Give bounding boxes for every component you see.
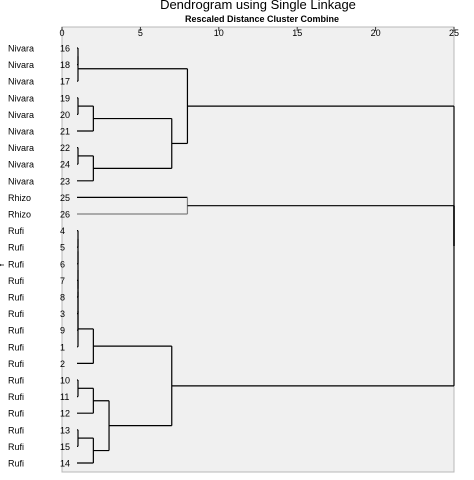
leaf-id-label: 10 — [60, 376, 70, 386]
leaf-group-label: Rufi — [8, 409, 24, 419]
leaf-group-label: Nivara — [8, 77, 34, 87]
side-axis-label: Y — [0, 262, 6, 268]
plot-background — [61, 26, 455, 473]
leaf-group-label: Nivara — [8, 160, 34, 170]
leaf-group-label: Rufi — [8, 259, 24, 269]
leaf-id-label: 25 — [60, 193, 70, 203]
leaf-group-label: Rufi — [8, 226, 24, 236]
leaf-id-label: 1 — [60, 342, 65, 352]
leaf-id-label: 15 — [60, 442, 70, 452]
leaf-group-label: Rufi — [8, 392, 24, 402]
leaf-id-label: 11 — [60, 392, 69, 402]
leaf-id-label: 24 — [60, 160, 70, 170]
leaf-group-label: Rhizo — [8, 210, 31, 220]
leaf-group-label: Nivara — [8, 110, 34, 120]
leaf-group-label: Nivara — [8, 176, 34, 186]
chart-title: Dendrogram using Single Linkage — [160, 0, 356, 12]
leaf-group-label: Rufi — [8, 309, 24, 319]
leaf-id-label: 3 — [60, 309, 65, 319]
leaf-id-label: 18 — [60, 60, 70, 70]
x-tick-label: 20 — [371, 28, 381, 38]
leaf-id-label: 26 — [60, 210, 70, 220]
leaf-id-label: 8 — [60, 293, 65, 303]
leaf-group-label: Rufi — [8, 342, 24, 352]
x-tick-label: 25 — [449, 28, 459, 38]
leaf-id-label: 16 — [60, 44, 70, 54]
leaf-group-label: Rufi — [8, 442, 24, 452]
leaf-id-label: 6 — [60, 259, 65, 269]
leaf-id-label: 12 — [60, 409, 70, 419]
x-tick-label: 5 — [138, 28, 143, 38]
leaf-id-label: 20 — [60, 110, 70, 120]
leaf-group-label: Rufi — [8, 459, 24, 469]
leaf-group-label: Rufi — [8, 293, 24, 303]
dendrogram-branches — [77, 47, 455, 464]
leaf-id-label: 19 — [60, 93, 70, 103]
leaf-id-label: 4 — [60, 226, 65, 236]
leaf-id-label: 17 — [60, 77, 70, 87]
leaf-id-label: 21 — [60, 127, 70, 137]
leaf-id-label: 9 — [60, 326, 65, 336]
leaf-group-label: Rufi — [8, 243, 24, 253]
x-tick-label: 15 — [292, 28, 302, 38]
leaf-group-label: Rhizo — [8, 193, 31, 203]
leaf-group-label: Nivara — [8, 44, 34, 54]
leaf-group-label: Rufi — [8, 425, 24, 435]
leaf-id-label: 7 — [60, 276, 65, 286]
leaf-group-label: Rufi — [8, 326, 24, 336]
leaf-group-label: Rufi — [8, 376, 24, 386]
leaf-id-label: 14 — [60, 459, 70, 469]
leaf-id-label: 13 — [60, 425, 70, 435]
chart-subtitle: Rescaled Distance Cluster Combine — [185, 14, 339, 24]
leaf-id-label: 23 — [60, 176, 70, 186]
leaf-group-label: Nivara — [8, 143, 34, 153]
distance-axis-ticks: 0 5 10 15 20 25 — [59, 27, 459, 38]
leaf-group-label: Nivara — [8, 93, 34, 103]
leaf-group-label: Rufi — [8, 276, 24, 286]
leaf-group-label: Nivara — [8, 127, 34, 137]
leaf-id-label: 2 — [60, 359, 65, 369]
leaf-id-label: 22 — [60, 143, 70, 153]
leaf-group-label: Nivara — [8, 60, 34, 70]
leaf-group-label: Rufi — [8, 359, 24, 369]
leaf-id-label: 5 — [60, 243, 65, 253]
x-tick-label: 10 — [214, 28, 224, 38]
x-tick-label: 0 — [59, 28, 64, 38]
